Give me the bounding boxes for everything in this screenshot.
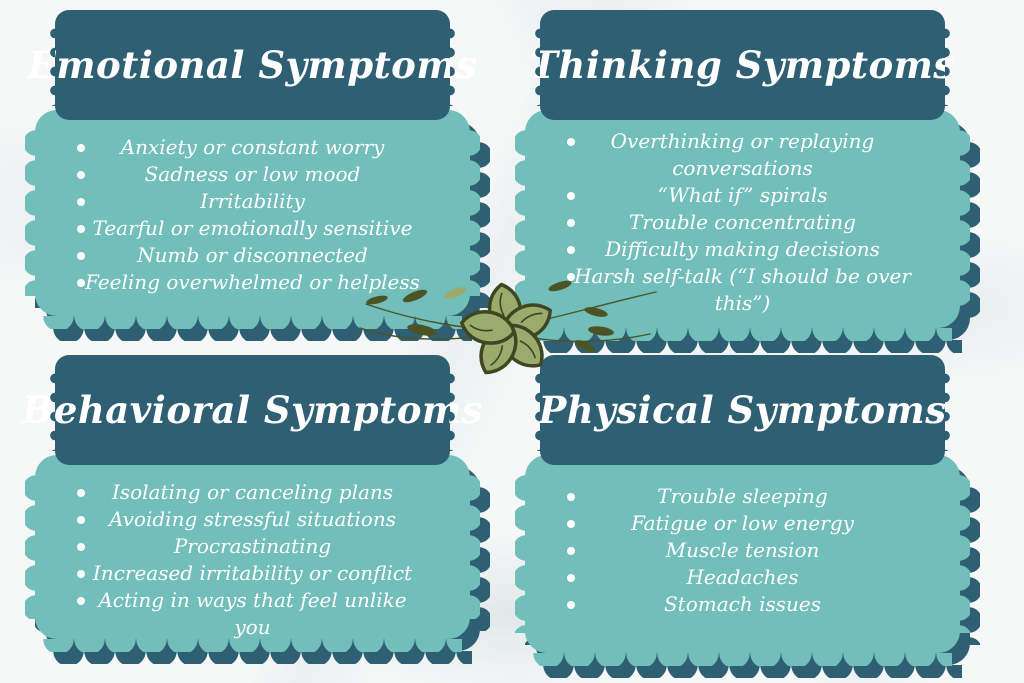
bullet-dot-icon [567,273,575,281]
list-item-text: Numb or disconnected [137,243,368,267]
scallop-edge [543,340,962,353]
list-item-text: Muscle tension [665,538,820,562]
list-item-text: Procrastinating [173,534,332,558]
symptom-list-behavioral: Isolating or canceling plans Avoiding st… [35,455,470,641]
list-item: Isolating or canceling plans [35,479,470,506]
panel-title: Emotional Symptoms [27,43,478,87]
panel-title: Physical Symptoms [538,388,947,432]
list-item-text: Avoiding stressful situations [109,507,396,531]
list-item: Muscle tension [525,537,960,564]
list-item-text: Fatigue or low energy [631,511,854,535]
list-item: “What if” spirals [525,182,960,209]
bullet-dot-icon [77,516,85,524]
list-item-text: Overthinking or replaying conversations [610,129,875,180]
list-item: Harsh self-talk (“I should be over this”… [525,263,960,317]
panel-title: Behavioral Symptoms [22,388,483,432]
scallop-edge [43,639,462,652]
list-item: Fatigue or low energy [525,510,960,537]
bullet-dot-icon [567,547,575,555]
list-item-text: Acting in ways that feel unlike you [98,588,407,639]
bullet-dot-icon [77,171,85,179]
list-item: Stomach issues [525,591,960,618]
list-item-text: “What if” spirals [657,183,828,207]
bullet-dot-icon [567,219,575,227]
list-item: Sadness or low mood [35,161,470,188]
list-item-text: Isolating or canceling plans [111,480,394,504]
scallop-edge [43,316,462,329]
list-item: Difficulty making decisions [525,236,960,263]
symptom-list-physical: Trouble sleeping Fatigue or low energy M… [525,455,960,618]
panel-body: Overthinking or replaying conversations … [515,110,970,341]
list-item: Acting in ways that feel unlike you [35,587,470,641]
list-item-text: Trouble sleeping [657,484,828,508]
list-item-text: Harsh self-talk (“I should be over this”… [574,264,911,315]
list-item-text: Difficulty making decisions [605,237,880,261]
panel-header-thinking: Thinking Symptoms [530,10,954,120]
flower-icon [459,282,552,375]
panel-body: Trouble sleeping Fatigue or low energy M… [515,455,970,666]
panel-title: Thinking Symptoms [530,43,955,87]
list-item-text: Tearful or emotionally sensitive [92,216,413,240]
bullet-dot-icon [567,601,575,609]
panel-body: Anxiety or constant worry Sadness or low… [25,110,480,329]
bullet-dot-icon [567,574,575,582]
list-item-text: Headaches [686,565,799,589]
five-petal-flower-icon [359,280,657,375]
panel-header-physical: Physical Symptoms [535,355,950,465]
panel-header-behavioral: Behavioral Symptoms [22,355,482,465]
list-item-text: Irritability [200,189,305,213]
list-item: Procrastinating [35,533,470,560]
list-item: Tearful or emotionally sensitive [35,215,470,242]
bullet-dot-icon [77,198,85,206]
list-item: Increased irritability or conflict [35,560,470,587]
list-item: Feeling overwhelmed or helpless [35,269,470,296]
list-item-text: Anxiety or constant worry [120,135,385,159]
list-item-text: Stomach issues [663,592,821,616]
bullet-dot-icon [567,192,575,200]
bullet-dot-icon [77,597,85,605]
list-item: Headaches [525,564,960,591]
bullet-dot-icon [567,520,575,528]
bullet-dot-icon [77,225,85,233]
vine-left-icon [359,287,509,340]
list-item: Trouble sleeping [525,483,960,510]
scallop-edge [53,328,472,341]
list-item: Trouble concentrating [525,209,960,236]
bullet-dot-icon [77,489,85,497]
bullet-dot-icon [567,246,575,254]
scallop-edge [53,651,472,664]
scallop-edge [533,328,952,341]
list-item: Avoiding stressful situations [35,506,470,533]
bullet-dot-icon [567,493,575,501]
scallop-edge [543,665,962,678]
symptom-list-emotional: Anxiety or constant worry Sadness or low… [35,110,470,296]
bullet-dot-icon [77,144,85,152]
bullet-dot-icon [567,138,575,146]
vine-right-icon [507,280,657,352]
list-item: Anxiety or constant worry [35,134,470,161]
list-item-text: Trouble concentrating [629,210,856,234]
symptom-list-thinking: Overthinking or replaying conversations … [525,110,960,317]
bullet-dot-icon [77,279,85,287]
list-item: Irritability [35,188,470,215]
list-item: Overthinking or replaying conversations [525,128,960,182]
bullet-dot-icon [77,570,85,578]
scallop-edge [533,653,952,666]
bullet-dot-icon [77,543,85,551]
list-item: Numb or disconnected [35,242,470,269]
bullet-dot-icon [77,252,85,260]
panel-header-emotional: Emotional Symptoms [28,10,477,120]
list-item-text: Sadness or low mood [144,162,361,186]
list-item-text: Increased irritability or conflict [92,561,413,585]
list-item-text: Feeling overwhelmed or helpless [85,270,420,294]
panel-body: Isolating or canceling plans Avoiding st… [25,455,480,652]
